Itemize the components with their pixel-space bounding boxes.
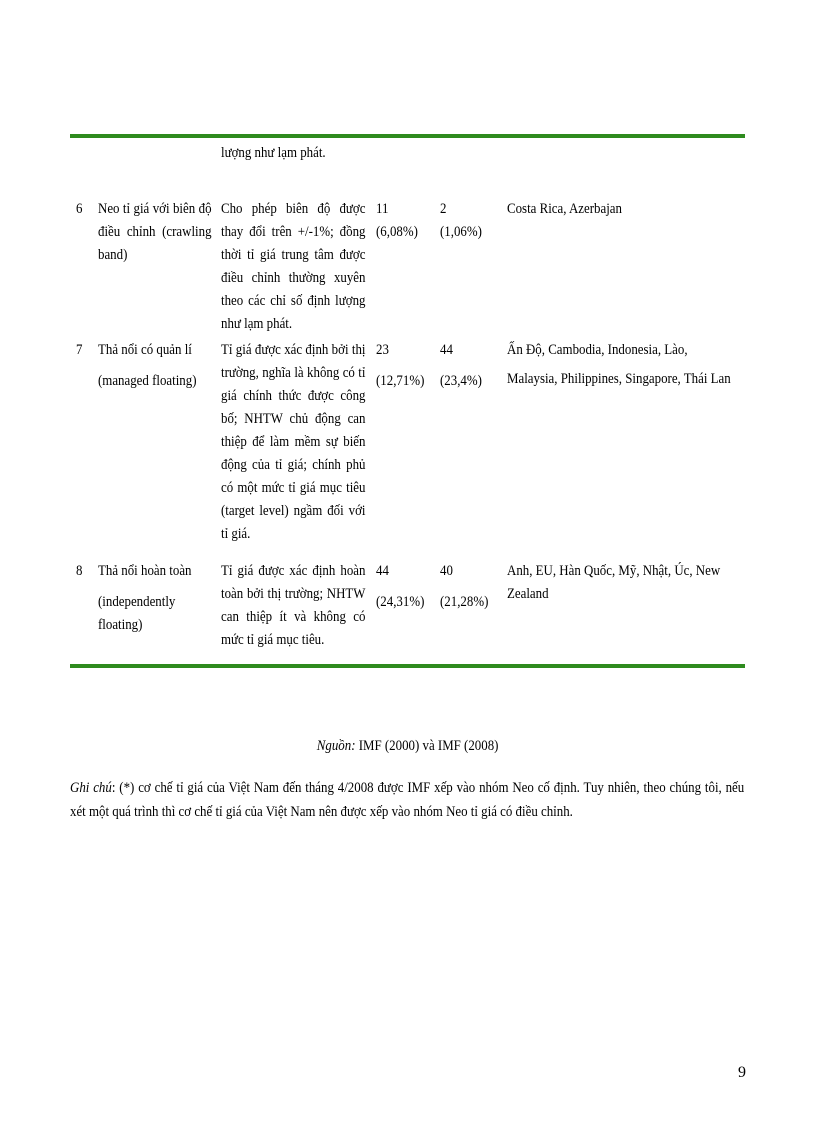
regime-name: Neo tỉ giá với biên độ điều chỉnh (crawl… xyxy=(98,201,212,263)
source-text: IMF (2000) và IMF (2008) xyxy=(355,738,499,754)
regime-name: Thả nổi hoàn toàn(independently floating… xyxy=(98,563,192,633)
regime-description: Tỉ giá được xác định hoàn toàn bởi thị t… xyxy=(221,563,366,648)
row-number: 8 xyxy=(76,563,83,579)
count-2008: 44(23,4%) xyxy=(440,342,482,389)
continued-description: lượng như lạm phát. xyxy=(221,145,326,161)
footnote: Ghi chú: (*) cơ chế tỉ giá của Việt Nam … xyxy=(70,776,744,824)
table-top-rule xyxy=(70,134,745,138)
source-label: Nguồn: xyxy=(317,738,356,754)
count-2000: 11(6,08%) xyxy=(376,201,418,240)
note-text: : (*) cơ chế tỉ giá của Việt Nam đến thá… xyxy=(70,780,745,820)
note-label: Ghi chú xyxy=(70,780,112,796)
example-countries: Costa Rica, Azerbajan xyxy=(507,201,622,217)
example-countries: Anh, EU, Hàn Quốc, Mỹ, Nhật, Úc, New Zea… xyxy=(507,563,721,602)
count-2000: 44(24,31%) xyxy=(376,563,425,610)
count-2000: 23(12,71%) xyxy=(376,342,425,389)
regime-description: Cho phép biên độ được thay đổi trên +/-1… xyxy=(221,201,366,332)
table-bottom-rule xyxy=(70,664,745,668)
page-number: 9 xyxy=(738,1064,746,1081)
example-countries: Ấn Độ, Cambodia, Indonesia, Lào, Malaysi… xyxy=(507,342,731,387)
row-number: 7 xyxy=(76,342,83,358)
count-2008: 2(1,06%) xyxy=(440,201,482,240)
source-citation: Nguồn: IMF (2000) và IMF (2008) xyxy=(0,735,816,758)
regime-description: Tỉ giá được xác định bởi thị trường, ngh… xyxy=(221,342,366,542)
count-2008: 40(21,28%) xyxy=(440,563,489,610)
row-number: 6 xyxy=(76,201,83,217)
regime-name: Thả nổi có quản lí(managed floating) xyxy=(98,342,197,389)
